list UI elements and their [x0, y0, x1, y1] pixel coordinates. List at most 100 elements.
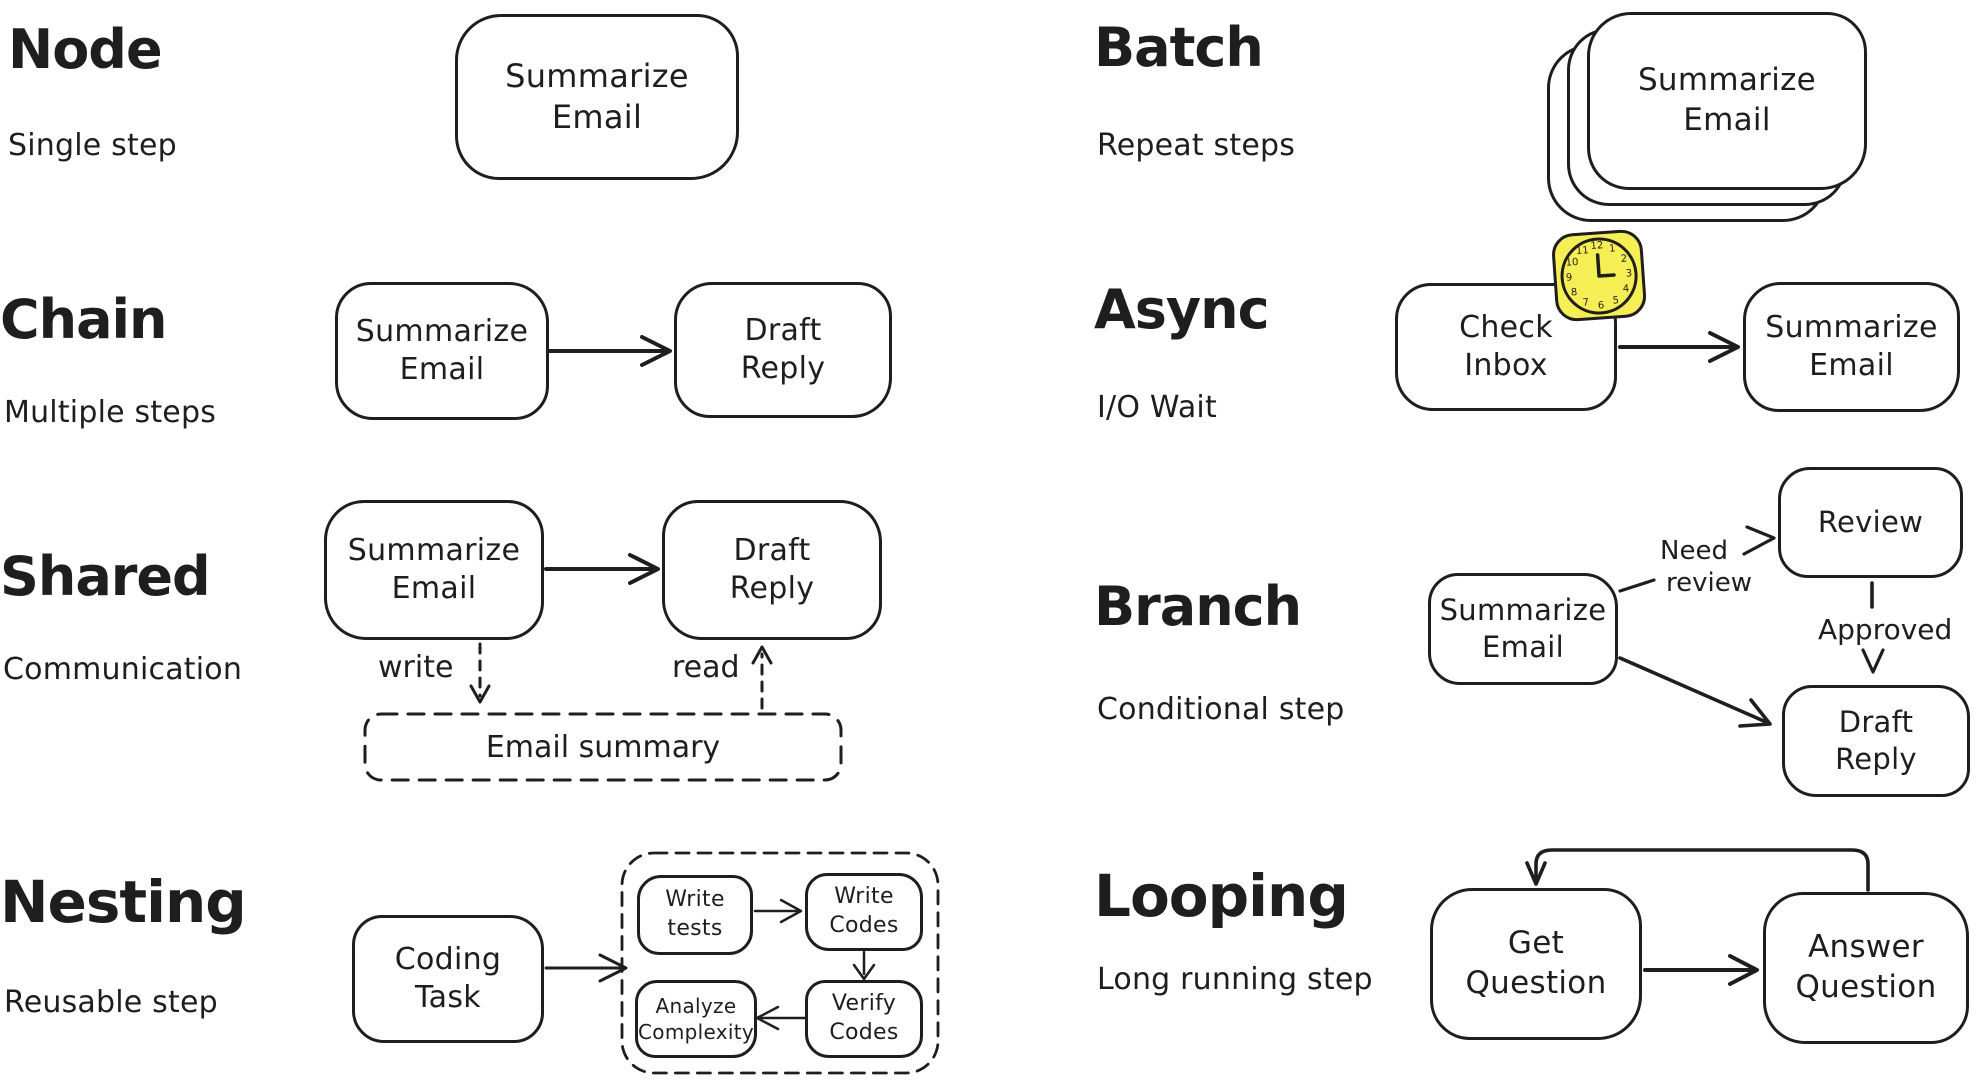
- svg-text:2: 2: [1620, 254, 1627, 265]
- box-label-line: Task: [415, 980, 481, 1015]
- svg-text:10: 10: [1565, 257, 1578, 269]
- box-label-line: Answer: [1808, 929, 1924, 966]
- email-summary-outline: [363, 712, 843, 782]
- box-label-line: Summarize: [355, 313, 529, 349]
- batch-section-title: Batch: [1094, 16, 1264, 79]
- nesting-section-title: Nesting: [0, 868, 247, 936]
- box-label-line: Codes: [829, 913, 899, 938]
- box-label-line: Email: [399, 352, 485, 387]
- chain-section-title: Chain: [0, 288, 167, 351]
- async-section-subtitle: I/O Wait: [1097, 390, 1217, 425]
- svg-text:1: 1: [1609, 243, 1616, 254]
- box-label-line: Complexity: [638, 1020, 754, 1044]
- box-label-line: Reply: [729, 571, 815, 606]
- box-label-line: Reply: [1835, 742, 1917, 776]
- async-summarize-email-box: Summarize Email: [1743, 282, 1960, 412]
- loop-back-arrow: [1534, 848, 1870, 892]
- branch-diagonal-arrow: [1618, 656, 1768, 724]
- chain-arrowhead: [640, 335, 672, 367]
- write-tests-box: Write tests: [637, 875, 753, 955]
- box-label-line: Codes: [829, 1020, 899, 1045]
- codes-to-verify-arrowhead: [852, 963, 876, 981]
- shared-summarize-email-box: Summarize Email: [324, 500, 544, 640]
- box-label-line: Reply: [740, 351, 826, 386]
- chain-draft-reply-box: Draft Reply: [674, 282, 892, 418]
- verify-to-analyze-arrowhead: [755, 1005, 780, 1031]
- box-label-line: Analyze: [655, 994, 737, 1018]
- coding-task-box: Coding Task: [352, 915, 544, 1043]
- box-label-line: Coding: [394, 941, 502, 977]
- box-label-line: Email: [1482, 630, 1564, 664]
- box-label-line: Email: [1809, 348, 1894, 383]
- box-label-line: Check: [1459, 309, 1553, 345]
- branch-draft-reply-box: Draft Reply: [1782, 685, 1970, 797]
- box-label-line: Draft: [744, 312, 822, 348]
- box-label-line: Summarize: [1765, 309, 1938, 345]
- box-label-line: Write: [665, 887, 725, 913]
- write-codes-box: Write Codes: [805, 873, 923, 951]
- looping-section-title: Looping: [1094, 862, 1349, 930]
- shared-arrowhead: [628, 553, 660, 585]
- box-label-line: Inbox: [1464, 348, 1548, 383]
- branch-summarize-email-box: Summarize Email: [1428, 573, 1618, 685]
- analyze-complexity-box: Analyze Complexity: [635, 980, 757, 1058]
- branch-diagonal-arrowhead: [1738, 698, 1772, 728]
- box-label-line: Question: [1465, 965, 1607, 1001]
- box-label-line: Email: [551, 98, 643, 136]
- box-label-line: Summarize: [1637, 62, 1817, 99]
- node-summarize-email-box: Summarize Email: [455, 14, 739, 180]
- box-label-line: Draft: [1838, 704, 1914, 739]
- need-review-label-line2: review: [1666, 568, 1752, 598]
- box-label-line: Get: [1507, 925, 1565, 962]
- read-label: read: [672, 650, 740, 685]
- box-label-line: Summarize: [347, 532, 521, 568]
- nesting-arrowhead: [598, 953, 628, 983]
- async-arrowhead: [1708, 331, 1740, 363]
- box-label-line: Question: [1795, 969, 1937, 1005]
- node-section-subtitle: Single step: [8, 128, 177, 163]
- node-section-title: Node: [8, 18, 163, 81]
- box-label-line: Summarize: [1439, 592, 1607, 627]
- branch-section-subtitle: Conditional step: [1097, 692, 1345, 727]
- read-arrowhead: [751, 645, 773, 665]
- box-label-line: tests: [667, 916, 723, 941]
- box-label-line: Summarize: [505, 57, 689, 96]
- looping-section-subtitle: Long running step: [1097, 962, 1373, 997]
- get-question-box: Get Question: [1430, 888, 1642, 1040]
- answer-question-box: Answer Question: [1763, 892, 1969, 1044]
- batch-summarize-email-box: Summarize Email: [1587, 12, 1867, 190]
- tests-to-codes-arrowhead: [779, 898, 803, 924]
- svg-text:11: 11: [1576, 245, 1589, 257]
- nesting-section-subtitle: Reusable step: [4, 985, 218, 1020]
- write-label: write: [378, 650, 454, 685]
- svg-text:4: 4: [1622, 283, 1629, 294]
- box-label-line: Draft: [733, 532, 811, 568]
- verify-codes-box: Verify Codes: [805, 980, 923, 1058]
- shared-section-title: Shared: [0, 545, 211, 608]
- approved-label: Approved: [1818, 613, 1953, 646]
- shared-section-subtitle: Communication: [3, 652, 243, 687]
- shared-draft-reply-box: Draft Reply: [662, 500, 882, 640]
- clock-icon: 12 1 2 3 4 5 6 7 8 9 10 11: [1550, 227, 1648, 323]
- svg-text:9: 9: [1566, 272, 1573, 283]
- chain-summarize-email-box: Summarize Email: [335, 282, 549, 420]
- svg-text:6: 6: [1598, 300, 1605, 311]
- box-label-line: Email: [1683, 102, 1771, 138]
- box-label-line: Review: [1817, 504, 1924, 539]
- box-label-line: Email: [391, 571, 477, 606]
- email-summary-box: Email summary: [485, 729, 721, 765]
- batch-section-subtitle: Repeat steps: [1097, 128, 1296, 163]
- need-review-line: [1618, 578, 1656, 593]
- box-label-line: Write: [834, 884, 894, 910]
- svg-text:3: 3: [1625, 268, 1632, 279]
- review-box: Review: [1778, 467, 1963, 578]
- box-label-line: Verify: [831, 991, 897, 1017]
- need-review-arrowhead: [1742, 525, 1776, 556]
- svg-text:7: 7: [1582, 297, 1589, 308]
- svg-text:8: 8: [1571, 287, 1578, 298]
- svg-text:12: 12: [1590, 240, 1603, 252]
- nesting-container-outline: [620, 851, 940, 1075]
- branch-section-title: Branch: [1094, 575, 1302, 638]
- approved-arrowhead: [1861, 648, 1885, 674]
